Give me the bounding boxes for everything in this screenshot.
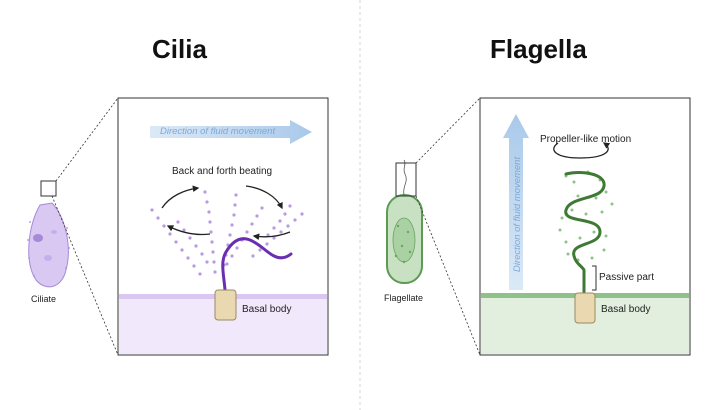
cilia-basal-body [214, 289, 237, 321]
ciliate-organism [27, 202, 70, 288]
cilia-title: Cilia [152, 34, 207, 64]
flagella-basal-label: Basal body [601, 304, 651, 315]
ciliate-zoom-box [40, 180, 57, 197]
flagellate-zoom-line-bottom [415, 195, 481, 356]
flagellate-organism [386, 159, 423, 284]
flagella-title: Flagella [490, 34, 587, 64]
ciliate-label: Ciliate [31, 294, 57, 304]
beating-arrows [161, 185, 291, 240]
flagellum-helix [564, 171, 606, 298]
flagella-direction-label: Direction of fluid movement [512, 157, 523, 272]
cilia-basal-label: Basal body [242, 304, 292, 315]
flagella-basal-body [574, 292, 596, 324]
cilia-motion-label: Back and forth beating [172, 166, 273, 177]
passive-part-bracket [592, 265, 597, 291]
flagellate-zoom-line-top [415, 97, 481, 164]
active-cilium [221, 237, 293, 292]
ciliate-zoom-line-bottom [51, 195, 119, 356]
ciliate-zoom-line-top [55, 97, 119, 182]
propeller-arrow [553, 142, 611, 159]
passive-part-label: Passive part [599, 272, 655, 283]
flagellate-label: Flagellate [384, 293, 424, 303]
flagellate-zoom-box [395, 162, 417, 197]
flagella-direction-arrow: Direction of fluid movement [503, 114, 529, 290]
cilia-direction-label: Direction of fluid movement [160, 126, 276, 137]
cilia-direction-arrow [150, 120, 312, 144]
flagellum-halo [558, 170, 614, 262]
flagella-motion-label: Propeller-like motion [540, 134, 632, 145]
